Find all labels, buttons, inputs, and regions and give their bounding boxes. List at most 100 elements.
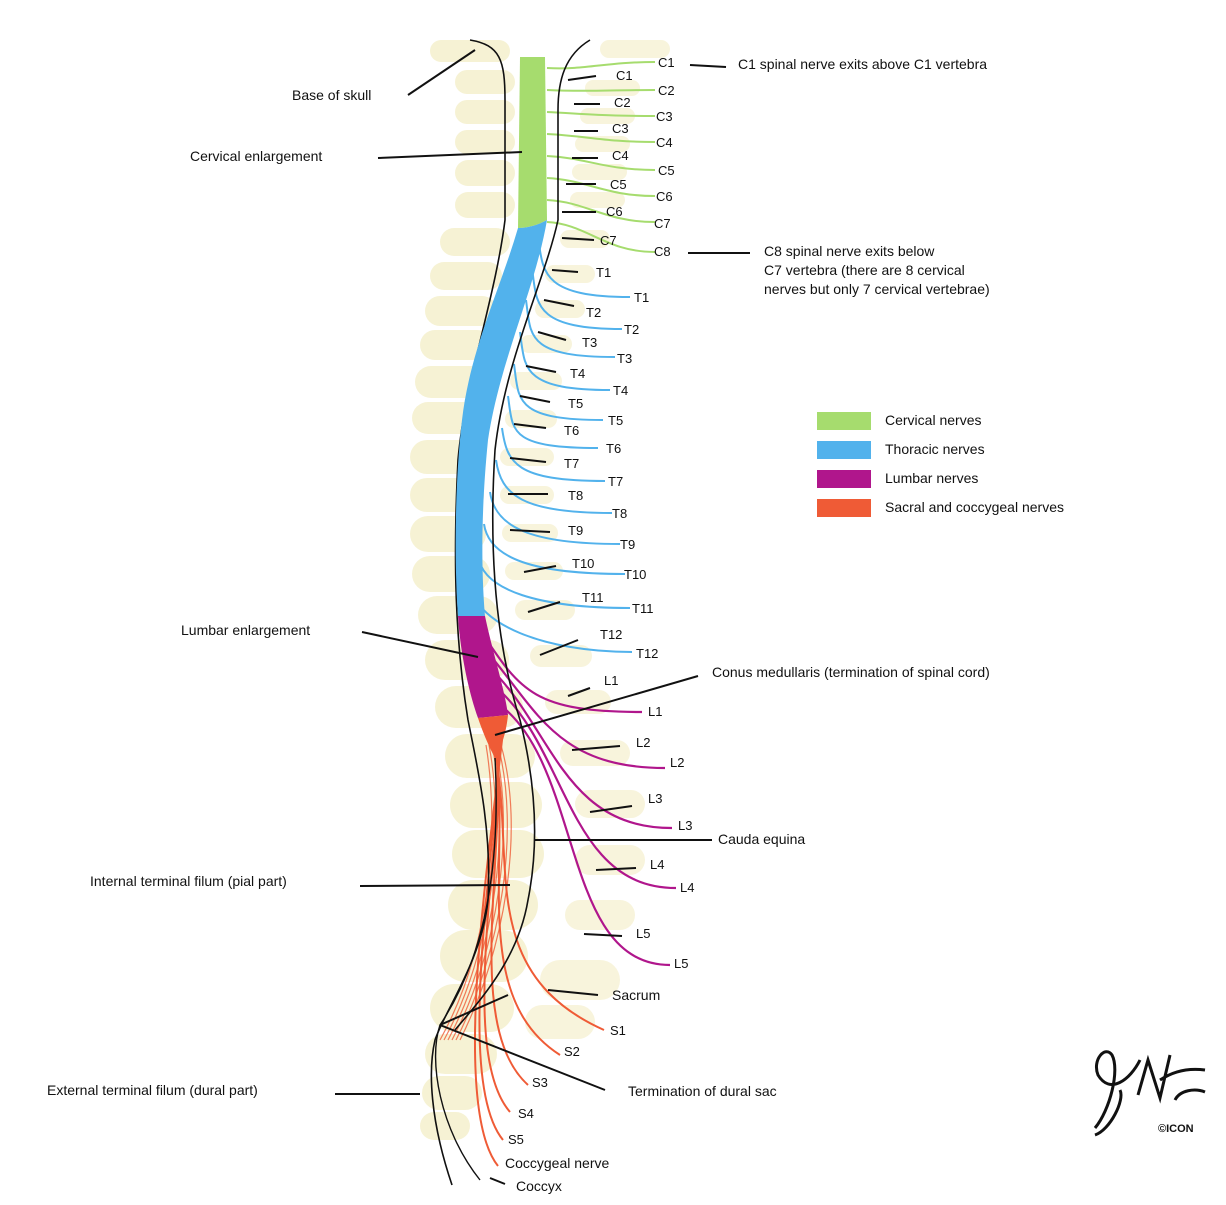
- cervical-nerve: [546, 155, 656, 171]
- cauda-fiber: [451, 744, 505, 1041]
- vertebra-process: [525, 1005, 595, 1039]
- thoracic-segment: [455, 220, 547, 616]
- vertebra-label: C3: [612, 121, 629, 136]
- leader-line: [439, 994, 509, 1026]
- nerve-label: L4: [680, 880, 694, 895]
- lumbar-nerve: [495, 701, 671, 967]
- cauda-fiber: [439, 744, 493, 1041]
- legend-swatch: [817, 470, 871, 488]
- nerve-label: L3: [678, 818, 692, 833]
- vertebra-tick: [589, 805, 633, 813]
- vertebra-label: T10: [572, 556, 594, 571]
- vertebra-label: L4: [650, 857, 664, 872]
- vertebra-label: T9: [568, 523, 583, 538]
- nerve-label: S3: [532, 1075, 548, 1090]
- vertebra-tick: [543, 299, 575, 307]
- vertebra-label: C4: [612, 148, 629, 163]
- vertebra-bone: [445, 734, 535, 778]
- leader-line: [439, 1024, 606, 1091]
- vertebra-process: [585, 80, 640, 96]
- label-base-of-skull: Base of skull: [292, 87, 371, 103]
- nerve-label: C7: [654, 216, 671, 231]
- signature-scribble: [1093, 1050, 1206, 1137]
- vertebra-label: T11: [582, 590, 603, 605]
- thoracic-nerve: [525, 299, 616, 358]
- label-lumbar-enlargement: Lumbar enlargement: [181, 622, 310, 638]
- leader-line: [359, 884, 511, 887]
- vertebra-process: [575, 845, 645, 875]
- nerve-label: T1: [634, 290, 649, 305]
- vertebra-tick: [509, 457, 547, 463]
- nerve-label: C5: [658, 163, 675, 178]
- legend-label: Lumbar nerves: [885, 470, 978, 486]
- vertebra-process: [565, 900, 635, 930]
- vertebra-label: T8: [568, 488, 583, 503]
- cauda-fiber: [443, 744, 497, 1041]
- label-c1-note: C1 spinal nerve exits above C1 vertebra: [738, 56, 987, 72]
- vertebra-bone: [452, 830, 544, 878]
- cervical-nerve: [546, 199, 656, 223]
- vertebral-column: [410, 40, 670, 1140]
- lumbar-nerve: [483, 647, 666, 770]
- vertebra-bone: [430, 262, 502, 290]
- cervical-nerve: [546, 221, 656, 253]
- cervical-nerve: [546, 89, 656, 92]
- lumbar-nerve: [479, 629, 643, 714]
- vertebra-label: L3: [648, 791, 662, 806]
- lumbar-segment: [458, 616, 508, 718]
- cauda-fiber: [455, 744, 508, 1041]
- vertebra-bone: [425, 296, 497, 326]
- label-conus-medullaris: Conus medullaris (termination of spinal …: [712, 664, 990, 680]
- vertebra-process: [600, 40, 670, 58]
- vertebra-bone: [420, 330, 492, 360]
- vertebra-label: T5: [568, 396, 583, 411]
- vertebra-tick: [513, 423, 547, 429]
- thoracic-nerve: [513, 363, 604, 421]
- signature-mark: ©ICON: [1158, 1123, 1194, 1135]
- vertebra-label: T1: [596, 265, 611, 280]
- thoracic-nerve: [501, 427, 606, 482]
- label-external-filum: External terminal filum (dural part): [47, 1082, 258, 1098]
- vertebra-label: C5: [610, 177, 627, 192]
- vertebra-process: [515, 600, 575, 620]
- dura-left-outline: [430, 39, 506, 1186]
- cauda-fiber: [447, 744, 501, 1041]
- filum-line: [434, 757, 497, 1181]
- nerve-label: C3: [656, 109, 673, 124]
- vertebra-tick: [519, 395, 551, 403]
- thoracic-nerve: [495, 459, 613, 514]
- legend-swatch: [817, 412, 871, 430]
- terminal-filum: [434, 757, 497, 1181]
- cervical-nerve: [546, 177, 656, 197]
- nerve-label: C1: [658, 55, 675, 70]
- label-coccygeal-nerve: Coccygeal nerve: [505, 1155, 609, 1171]
- vertebra-process: [572, 164, 627, 180]
- label-internal-filum: Internal terminal filum (pial part): [90, 873, 287, 889]
- nerve-label: T4: [613, 383, 628, 398]
- vertebra-tick: [527, 601, 561, 613]
- vertebra-bone: [455, 70, 515, 94]
- vertebra-label: C7: [600, 233, 617, 248]
- vertebra-bone: [440, 228, 510, 256]
- vertebra-bone: [422, 1076, 482, 1110]
- nerve-label: S2: [564, 1044, 580, 1059]
- legend-label: Sacral and coccygeal nerves: [885, 499, 1064, 515]
- vertebra-label: T3: [582, 335, 597, 350]
- thoracic-nerve: [519, 331, 611, 391]
- leader-line: [494, 675, 699, 736]
- nerve-label: C2: [658, 83, 675, 98]
- nerve-label: S4: [518, 1106, 534, 1121]
- cervical-nerve: [546, 133, 656, 143]
- nerve-label: T8: [612, 506, 627, 521]
- thoracic-nerve: [483, 523, 626, 575]
- label-dural-sac: Termination of dural sac: [628, 1083, 777, 1099]
- label-cervical-enlargement: Cervical enlargement: [190, 148, 322, 164]
- leader-line: [489, 1177, 506, 1185]
- leader-lines: [335, 49, 750, 1185]
- sacral-segment: [478, 715, 508, 758]
- leader-line: [377, 151, 523, 159]
- vertebra-label: T2: [586, 305, 601, 320]
- nerve-label: T5: [608, 413, 623, 428]
